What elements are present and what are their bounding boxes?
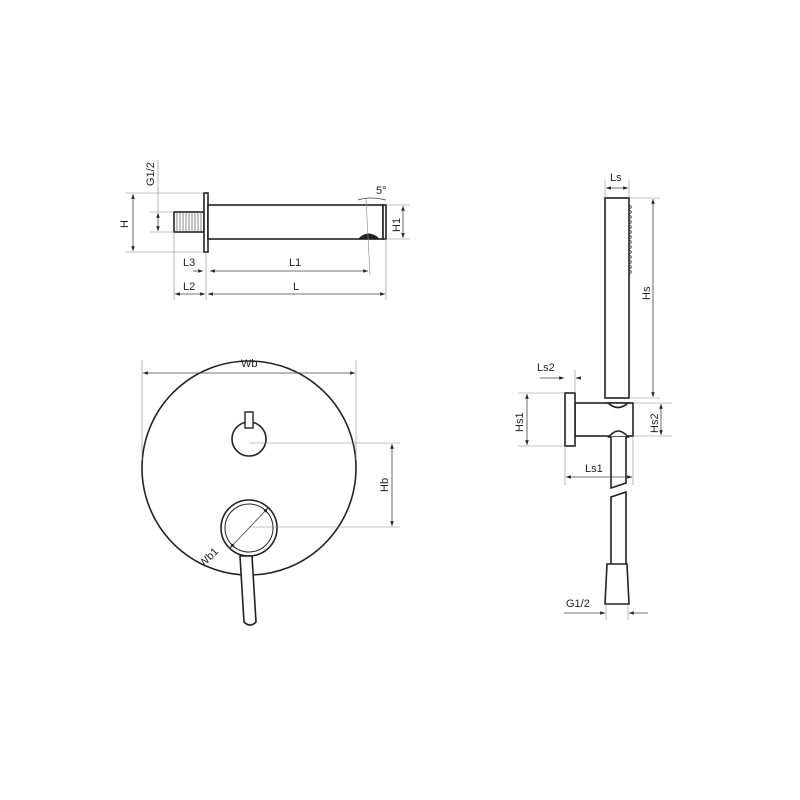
mixer-plate-drawing: Wb Hb Wb1 [141, 358, 400, 626]
hose-connector [604, 563, 630, 605]
g12-label-spout: G1/2 [145, 162, 157, 186]
h1-label: H1 [391, 218, 403, 232]
hb-label: Hb [379, 478, 391, 492]
spout-outlet [358, 233, 380, 239]
hand-shower-drawing: Ls Hs Ls2 Hs1 Hs2 Ls1 G1/2 [514, 172, 672, 620]
spray-nozzles [628, 205, 632, 274]
ls-label: Ls [610, 172, 622, 184]
shower-handle [604, 197, 630, 399]
holder-flange [564, 392, 576, 447]
wb-label: Wb [241, 358, 258, 370]
l-label: L [293, 281, 299, 293]
l1-label: L1 [289, 257, 301, 269]
hs-label: Hs [641, 286, 653, 300]
hose [610, 437, 627, 490]
l3-label: L3 [183, 257, 195, 269]
spout-pipe [207, 204, 384, 240]
h-label: H [119, 220, 131, 228]
g12-label-shower: G1/2 [566, 598, 590, 610]
hs2-label: Hs2 [649, 413, 661, 433]
lever-handle [239, 555, 257, 626]
l2-label: L2 [183, 281, 195, 293]
bath-spout-drawing: 5° H G1/2 H1 L3 L1 L2 L [119, 160, 410, 300]
holder-body [574, 402, 634, 437]
hs1-label: Hs1 [514, 412, 526, 432]
angle-label: 5° [376, 185, 387, 197]
ls1-label: Ls1 [585, 463, 603, 475]
spout-end [382, 204, 387, 240]
ls2-label: Ls2 [537, 362, 555, 374]
